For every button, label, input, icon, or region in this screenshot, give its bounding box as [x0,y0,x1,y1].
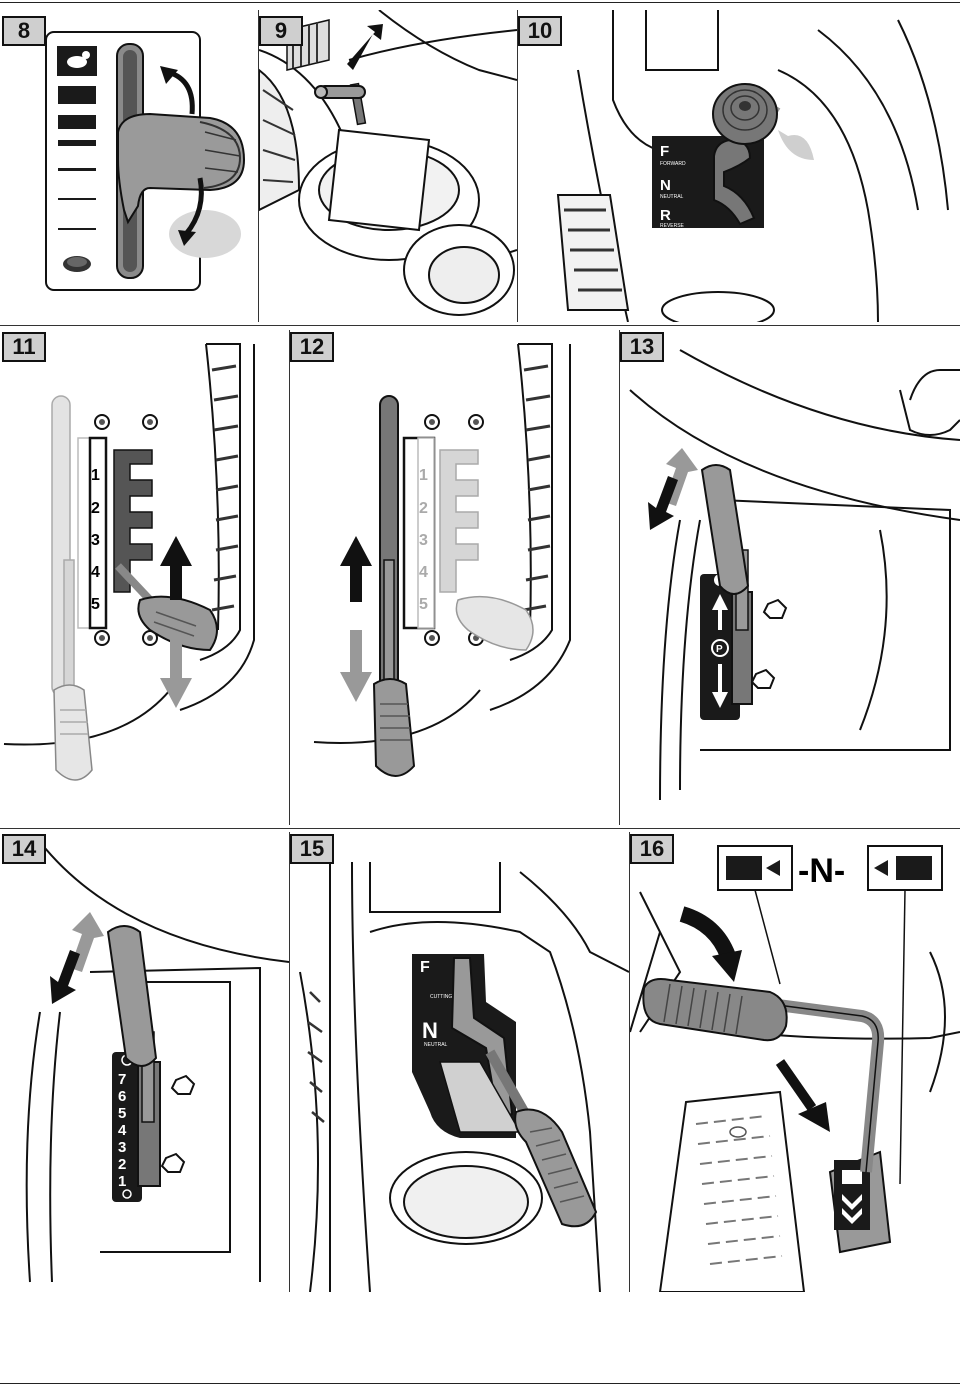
forward-label: F [660,143,669,160]
divider [289,330,290,825]
neutral-label: -N- [798,852,845,890]
figure-9: 9 [259,10,517,322]
figure-12: 12 1 2 3 4 5 [290,330,619,825]
figure-number: 14 [2,834,46,864]
divider [619,330,620,825]
height-position-label: 3 [419,532,428,549]
mower-lever-illustration [259,10,517,316]
down-arrow-icon [648,476,678,530]
neutral-label: N [422,1018,438,1043]
divider [629,832,630,1292]
forward-small-label: FORWARD [660,161,686,167]
cutting-height-illustration: 7 6 5 4 3 2 1 [25,841,289,1283]
height-position-label: 5 [91,596,100,613]
figure-number: 11 [2,332,46,362]
figure-15: 15 F CUTTING SPEED N NEUTRAL R [290,832,629,1292]
bottom-rule [0,1383,960,1384]
height-position-label: 4 [118,1122,127,1139]
figure-10: 10 F FORWARD N NEUTRAL R REVERSE [518,10,960,322]
gear-knob-icon [712,83,778,145]
parking-icon [711,639,729,657]
height-position-label: 1 [91,467,100,484]
height-position-label: 2 [91,500,100,517]
height-position-label: 4 [419,564,428,581]
push-down-arrow-icon [712,950,742,982]
up-arrow-icon [160,536,192,600]
gear-selector-illustration: F FORWARD N NEUTRAL R REVERSE [556,10,949,322]
height-position-label: 1 [419,467,428,484]
lift-lever-illustration: 1 2 3 4 5 [3,343,255,781]
lift-lever-illustration: 1 2 3 4 5 [313,343,571,777]
figure-8: 8 [0,10,258,322]
reverse-small-label: REVERSE [660,223,685,229]
height-position-label: 6 [118,1088,126,1105]
height-position-label: 2 [118,1156,126,1173]
divider [0,325,960,326]
parking-brake-illustration: P [629,349,960,801]
down-arrow-icon [160,636,192,708]
figure-14: 14 7 6 5 4 3 2 1 [0,832,289,1292]
push-down-arrow-icon [798,1102,830,1132]
height-position-label: 3 [118,1139,126,1156]
figure-number: 8 [2,16,46,46]
figure-13: 13 P [620,330,960,825]
down-arrow-icon [340,630,372,702]
divider [289,832,290,1292]
height-position-label: 7 [118,1071,126,1088]
down-arrow-icon [50,950,80,1004]
divider [517,10,518,322]
figure-number: 13 [620,332,664,362]
figure-16: 16 -N- [630,832,960,1292]
height-position-label: 2 [419,500,428,517]
figure-number: 10 [518,16,562,46]
freewheel-lever-illustration: -N- [630,845,960,1292]
brake-plate [700,574,740,720]
figure-number: 9 [259,16,303,46]
height-position-label: 5 [419,596,428,613]
svg-text:P: P [716,644,723,655]
neutral-label: N [660,177,671,194]
forward-label: F [420,959,430,976]
throttle-illustration [45,31,246,291]
height-position-label: 3 [91,532,100,549]
height-position-label: 4 [91,564,100,581]
fnr-selector-illustration: F CUTTING SPEED N NEUTRAL R [299,861,629,1292]
figure-number: 12 [290,332,334,362]
divider [0,828,960,829]
neutral-small-label: NEUTRAL [660,194,684,200]
top-rule [0,2,960,3]
neutral-small-label: NEUTRAL [424,1042,448,1048]
reverse-label: R [660,207,671,224]
figure-number: 16 [630,834,674,864]
figure-11: 11 1 2 3 4 5 [0,330,289,825]
up-arrow-icon [340,536,372,602]
height-position-label: 1 [118,1173,126,1190]
figure-number: 15 [290,834,334,864]
cutting-speed-label: CUTTING SPEED [430,994,471,1000]
height-plate [112,1052,142,1202]
height-position-label: 5 [118,1105,126,1122]
